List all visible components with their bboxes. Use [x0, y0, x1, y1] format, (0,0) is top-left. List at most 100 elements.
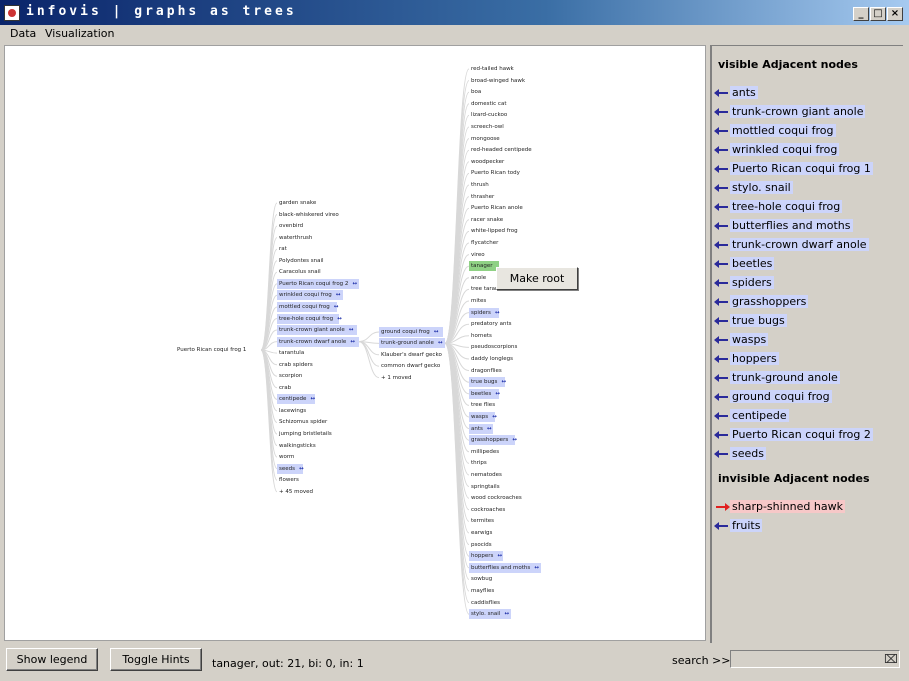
visible-adjacent-item[interactable]: tree-hole coqui frog [714, 199, 843, 215]
tree-node-level3[interactable]: hornets [469, 331, 494, 341]
visible-adjacent-item[interactable]: grasshoppers [714, 294, 809, 310]
tree-node-level3[interactable]: butterflies and moths↔ [469, 562, 541, 573]
graph-canvas[interactable]: Puerto Rican coqui frog 1 garden snake bla… [4, 45, 706, 641]
tree-node-level1[interactable]: black-whiskered vireo [277, 210, 341, 220]
tree-node-level3[interactable]: hoppers↔ [469, 551, 503, 562]
tree-node-level1[interactable]: centipede↔ [277, 394, 315, 405]
tree-node-level3[interactable]: thrips [469, 458, 489, 468]
tree-node-level3[interactable]: caddisflies [469, 598, 502, 608]
visible-adjacent-item[interactable]: beetles [714, 256, 775, 272]
tree-node-level1[interactable]: seeds↔ [277, 463, 304, 474]
tree-node-level3[interactable]: vireo [469, 250, 487, 260]
tree-node-level3[interactable]: springtails [469, 482, 502, 492]
tree-node-level3[interactable]: tanager [469, 261, 499, 272]
tree-node-level3[interactable]: white-lipped frog [469, 226, 520, 236]
tree-node-level1[interactable]: crab [277, 383, 293, 393]
tree-node-level1[interactable]: jumping bristletails [277, 429, 334, 439]
tree-node-level3[interactable]: Puerto Rican tody [469, 168, 522, 178]
tree-node-level1[interactable]: waterthrush [277, 233, 314, 243]
tree-node-level3[interactable]: cockroaches [469, 505, 507, 515]
tree-node-level3[interactable]: lizard-cuckoo [469, 110, 509, 120]
make-root-menu-item[interactable]: Make root [496, 267, 578, 290]
visible-adjacent-item[interactable]: seeds [714, 446, 766, 462]
tree-node-level2[interactable]: + 1 moved [379, 373, 413, 383]
tree-node-level3[interactable]: true bugs↔ [469, 377, 506, 388]
tree-node-level1[interactable]: mottled coqui frog↔ [277, 301, 338, 312]
visible-adjacent-item[interactable]: hoppers [714, 351, 779, 367]
menu-visualization[interactable]: Visualization [45, 27, 115, 40]
tree-node-level3[interactable]: daddy longlegs [469, 354, 515, 364]
tree-node-level3[interactable]: sowbug [469, 574, 494, 584]
tree-node-level3[interactable]: predatory ants [469, 319, 514, 329]
tree-node-level3[interactable]: anole [469, 273, 488, 283]
tree-node-level2[interactable]: Klauber's dwarf gecko [379, 350, 444, 360]
visible-adjacent-item[interactable]: ants [714, 85, 758, 101]
tree-node-level1[interactable]: rat [277, 244, 289, 254]
tree-node-level3[interactable]: flycatcher [469, 238, 500, 248]
tree-node-level1[interactable]: lacewings [277, 406, 308, 416]
tree-node-level1[interactable]: tarantula [277, 348, 306, 358]
tree-node-level3[interactable]: grasshoppers↔ [469, 435, 517, 446]
split-divider[interactable] [706, 45, 710, 641]
tree-node-level3[interactable]: spiders↔ [469, 307, 500, 318]
tree-node-level2[interactable]: common dwarf gecko [379, 361, 442, 371]
close-button[interactable]: × [887, 7, 903, 21]
tree-node-level3[interactable]: psocids [469, 540, 494, 550]
tree-node-level1[interactable]: garden snake [277, 198, 318, 208]
tree-node-level1[interactable]: scorpion [277, 371, 304, 381]
tree-node-level1[interactable]: Puerto Rican coqui frog 2↔ [277, 278, 359, 289]
tree-node-level3[interactable]: red-tailed hawk [469, 64, 516, 74]
tree-node-level3[interactable]: mongoose [469, 134, 502, 144]
visible-adjacent-item[interactable]: wasps [714, 332, 769, 348]
visible-adjacent-item[interactable]: ground coqui frog [714, 389, 832, 405]
tree-node-level3[interactable]: mayflies [469, 586, 496, 596]
tree-node-level3[interactable]: boa [469, 87, 483, 97]
tree-node-level3[interactable]: mites [469, 296, 488, 306]
tree-node-level3[interactable]: wood cockroaches [469, 493, 524, 503]
tree-node-level3[interactable]: domestic cat [469, 99, 508, 109]
tree-node-level1[interactable]: walkingsticks [277, 441, 318, 451]
tree-node-level1[interactable]: crab spiders [277, 360, 315, 370]
tree-node-level1[interactable]: tree-hole coqui frog↔ [277, 313, 342, 324]
tree-node-level1[interactable]: Caracolus snail [277, 267, 323, 277]
invisible-adjacent-item[interactable]: fruits [714, 518, 763, 534]
visible-adjacent-item[interactable]: mottled coqui frog [714, 123, 836, 139]
tree-node-level3[interactable]: tree flies [469, 400, 497, 410]
tree-node-level1[interactable]: ovenbird [277, 221, 305, 231]
maximize-button[interactable]: □ [870, 7, 886, 21]
clear-search-icon[interactable]: ⌧ [884, 652, 898, 666]
visible-adjacent-item[interactable]: stylo. snail [714, 180, 793, 196]
tree-node-level1[interactable]: trunk-crown dwarf anole↔ [277, 336, 359, 347]
tree-node-level3[interactable]: red-headed centipede [469, 145, 534, 155]
tree-node-level3[interactable]: tree tarantula [469, 284, 511, 294]
invisible-adjacent-item[interactable]: sharp-shinned hawk [714, 499, 845, 515]
tree-node-level3[interactable]: thrasher [469, 192, 496, 202]
tree-node-level3[interactable]: dragonflies [469, 366, 504, 376]
tree-root-node[interactable]: Puerto Rican coqui frog 1 [175, 345, 259, 355]
tree-node-level3[interactable]: thrush [469, 180, 491, 190]
tree-node-level2[interactable]: ground coqui frog↔ [379, 327, 443, 337]
minimize-button[interactable]: _ [853, 7, 869, 21]
visible-adjacent-item[interactable]: trunk-ground anole [714, 370, 840, 386]
tree-node-level3[interactable]: earwigs [469, 528, 494, 538]
tree-node-level3[interactable]: stylo. snail↔ [469, 609, 511, 620]
visible-adjacent-item[interactable]: trunk-crown giant anole [714, 104, 866, 120]
show-legend-button[interactable]: Show legend [6, 648, 98, 671]
visible-adjacent-item[interactable]: trunk-crown dwarf anole [714, 237, 869, 253]
tree-node-level1[interactable]: Polydontes snail [277, 256, 326, 266]
tree-node-level3[interactable]: nematodes [469, 470, 504, 480]
visible-adjacent-item[interactable]: spiders [714, 275, 774, 291]
search-input[interactable]: ⌧ [730, 650, 900, 668]
tree-node-level3[interactable]: wasps↔ [469, 412, 497, 422]
tree-node-level3[interactable]: racer snake [469, 215, 505, 225]
visible-adjacent-item[interactable]: true bugs [714, 313, 787, 329]
tree-node-level1[interactable]: + 45 moved [277, 487, 315, 497]
toggle-hints-button[interactable]: Toggle Hints [110, 648, 202, 671]
visible-adjacent-item[interactable]: wrinkled coqui frog [714, 142, 840, 158]
tree-node-level3[interactable]: pseudoscorpions [469, 342, 519, 352]
tree-node-level3[interactable]: millipedes [469, 447, 501, 457]
menu-data[interactable]: Data [10, 27, 37, 40]
tree-node-level3[interactable]: Puerto Rican anole [469, 203, 525, 213]
visible-adjacent-item[interactable]: butterflies and moths [714, 218, 853, 234]
tree-node-level3[interactable]: ants↔ [469, 423, 493, 434]
